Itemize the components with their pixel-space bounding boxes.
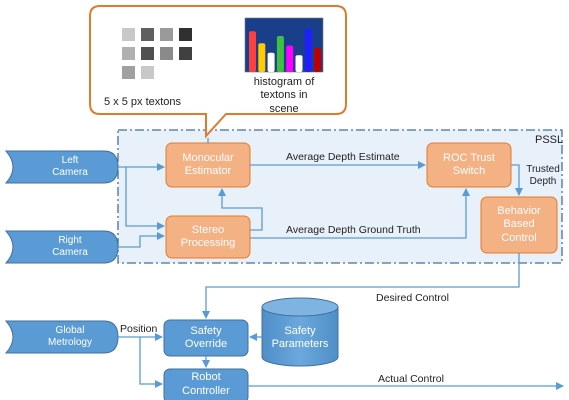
edge-average-depth-ground-truth: [250, 188, 470, 239]
global-metrology-input: [4, 320, 119, 354]
texton-tile: [160, 28, 173, 41]
left-camera-input: [4, 150, 119, 184]
average-depth-ground-truth-label: Average Depth Ground Truth: [286, 224, 421, 236]
histogram-bar: [258, 43, 266, 72]
edge-left-camera-to-stereo: [125, 167, 165, 230]
textons-caption: 5 x 5 px textons: [104, 96, 182, 108]
texton-grid: [122, 28, 192, 79]
edge-stereo-to-monocular: [218, 188, 263, 231]
texton-tile: [141, 47, 154, 60]
edge-trusted-depth: [511, 164, 523, 196]
histogram-bar: [286, 45, 294, 72]
average-depth-estimate-label: Average Depth Estimate: [286, 151, 400, 163]
histogram-image: [244, 17, 324, 73]
histogram-caption: histogram of textons in scene: [253, 76, 315, 115]
desired-control-label: Desired Control: [376, 292, 449, 304]
texton-tile: [141, 66, 154, 79]
histogram-bar: [314, 48, 322, 72]
connectors: [118, 138, 564, 390]
texton-tile: [160, 47, 173, 60]
histogram-bar: [295, 55, 303, 72]
texton-tile: [122, 47, 135, 60]
edge-metrology-to-robot: [139, 337, 163, 388]
texton-tile: [179, 47, 192, 60]
texton-tile: [122, 66, 135, 79]
right-camera-input: [4, 230, 119, 264]
edge-desired-control: [202, 253, 520, 319]
stereo-processing-block: [165, 215, 251, 259]
texton-tile: [179, 28, 192, 41]
safety-parameters-database: [261, 297, 339, 367]
texton-tile: [122, 28, 135, 41]
pssl-label: PSSL: [535, 134, 564, 146]
actual-control-label: Actual Control: [378, 373, 444, 385]
histogram-bar: [267, 52, 275, 72]
histogram-bar: [249, 31, 256, 72]
histogram-bar: [276, 36, 284, 72]
edge-right-camera-to-stereo: [118, 232, 165, 248]
histogram-bar: [304, 28, 312, 72]
position-label: Position: [120, 323, 158, 335]
texton-tile: [141, 28, 154, 41]
